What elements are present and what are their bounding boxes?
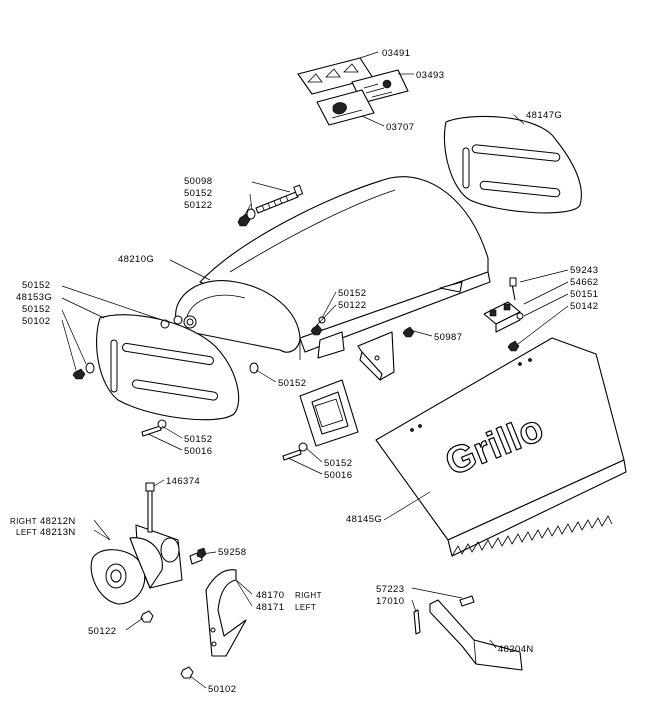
gearbox-flange-48212N-48213N (90, 482, 207, 623)
label-50152-g: 50152 (324, 458, 352, 469)
bolts-50016 (141, 419, 308, 461)
tiller-hood-48210G (175, 176, 491, 360)
pedal-48204N (413, 595, 523, 671)
label-50152-a: 50152 (184, 188, 212, 199)
label-48171: 48171 (256, 602, 284, 613)
tine-arm-48170-48171 (180, 569, 247, 679)
label-right: RIGHT (10, 517, 37, 526)
part-labels: 03491 03493 03707 48147G 50098 50152 501… (10, 48, 598, 695)
label-59243: 59243 (570, 265, 598, 276)
label-50098: 50098 (184, 176, 212, 187)
label-50016-b: 50016 (324, 470, 352, 481)
left-end-plate-48153G (96, 314, 240, 421)
hood-bracket (357, 331, 395, 381)
label-03707: 03707 (386, 122, 414, 133)
decal-03707 (316, 89, 375, 126)
label-03493: 03493 (416, 70, 444, 81)
label-50122-b: 50122 (338, 300, 366, 311)
right-end-plate-48147G (443, 115, 582, 214)
label-48170: 48170 (256, 590, 284, 601)
label-146374: 146374 (166, 476, 200, 487)
label-50987: 50987 (434, 332, 462, 343)
label-50102-a: 50102 (22, 316, 50, 327)
label-50152-b: 50152 (22, 280, 50, 291)
hood-left-hardware (72, 315, 259, 380)
label-left: LEFT (16, 528, 37, 537)
label-03491: 03491 (382, 48, 410, 59)
label-48210G: 48210G (118, 254, 154, 265)
label-50102-b: 50102 (208, 684, 236, 695)
label-48213N: 48213N (40, 527, 76, 538)
label-57223: 57223 (376, 584, 404, 595)
label-48153G: 48153G (16, 292, 52, 303)
flap-48145G: Grillo (375, 337, 627, 557)
hinge-assembly (483, 277, 524, 352)
label-50152-f: 50152 (184, 434, 212, 445)
label-50151: 50151 (570, 289, 598, 300)
rear-bracket (299, 379, 359, 447)
label-48204N: 48204N (498, 644, 534, 655)
label-59258: 59258 (218, 547, 246, 558)
label-48170-side: RIGHT (295, 591, 322, 600)
label-50142: 50142 (570, 301, 598, 312)
bolt-50098 (255, 184, 304, 214)
label-48171-side: LEFT (295, 603, 316, 612)
label-50152-e: 50152 (278, 378, 306, 389)
label-54662: 54662 (570, 277, 598, 288)
label-50122-a: 50122 (184, 200, 212, 211)
label-50152-d: 50152 (338, 288, 366, 299)
washer-50152-top (246, 208, 256, 220)
label-48212N: 48212N (40, 516, 76, 527)
label-48147G: 48147G (526, 110, 562, 121)
label-50016-a: 50016 (184, 446, 212, 457)
nut-50122-top (237, 213, 251, 227)
label-48145G: 48145G (346, 514, 382, 525)
label-17010: 17010 (376, 596, 404, 607)
hood-side-hardware (310, 316, 415, 338)
label-50152-c: 50152 (22, 304, 50, 315)
label-50122-c: 50122 (88, 626, 116, 637)
leader-lines (61, 51, 569, 689)
